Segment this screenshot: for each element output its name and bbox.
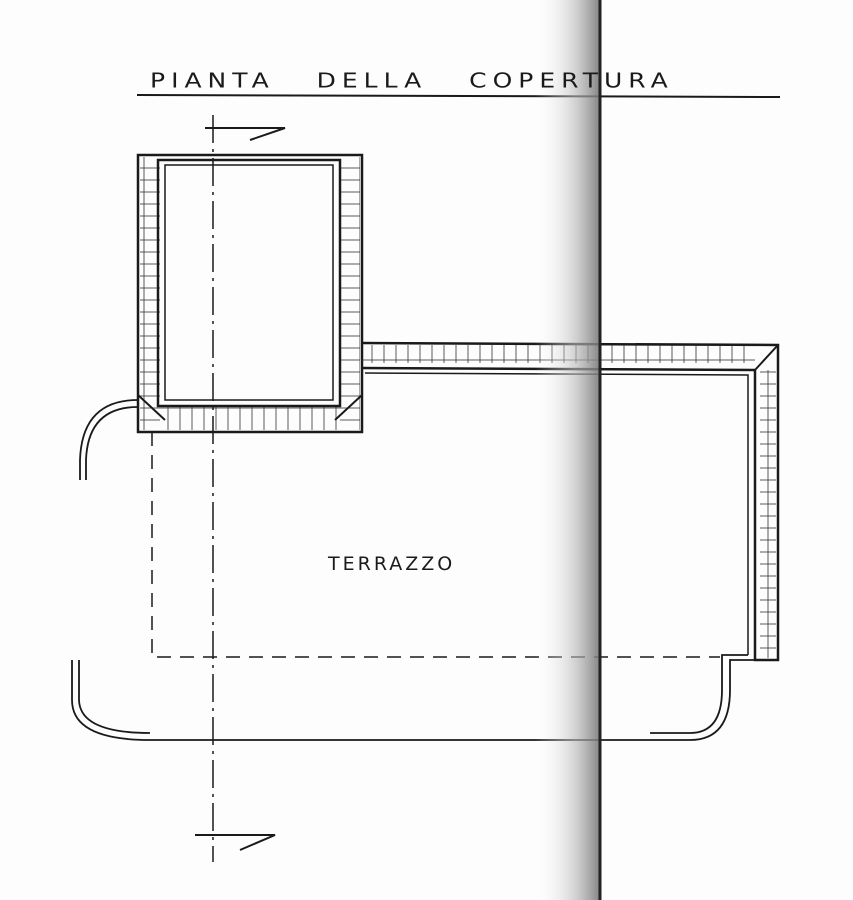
title-underline xyxy=(136,94,781,98)
drawing-title: PIANTA DELLA COPERTURA xyxy=(150,68,674,93)
section-marker-bottom xyxy=(195,834,276,851)
stairwell-walls xyxy=(136,153,364,434)
terrace-label: TERRAZZO xyxy=(328,553,456,575)
overhang-dashed-line xyxy=(151,432,720,658)
section-marker-top xyxy=(205,127,286,141)
paper-fold-shadow xyxy=(535,0,600,900)
terrace-outline xyxy=(71,399,755,741)
